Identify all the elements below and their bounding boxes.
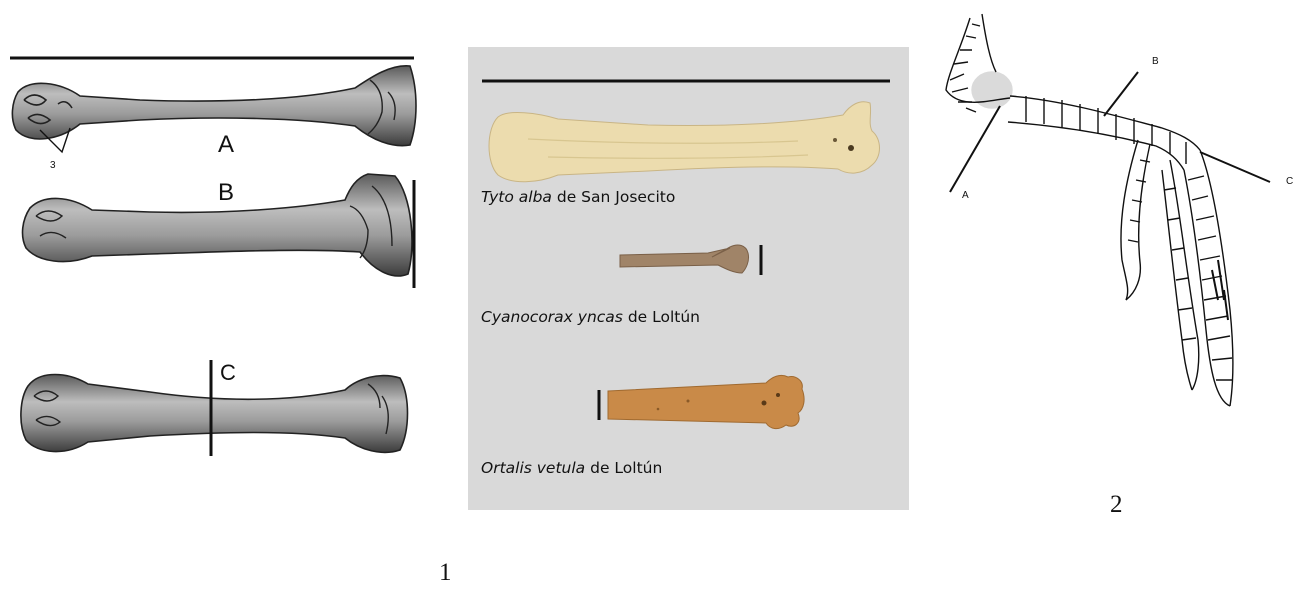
label-c: C bbox=[1286, 176, 1293, 187]
bird-foot-drawing: A B C bbox=[930, 10, 1295, 430]
ortalis-vetula-bone bbox=[608, 375, 804, 428]
locality: de San Josecito bbox=[557, 188, 675, 206]
callout-line-b bbox=[1104, 72, 1138, 116]
bone-drawings-panel: 3 A B C bbox=[0, 0, 430, 500]
bone-a-label: A bbox=[218, 131, 234, 158]
bone-drawings: 3 A B C bbox=[0, 0, 430, 500]
bone-a bbox=[12, 66, 416, 146]
species-name: Ortalis vetula bbox=[481, 459, 585, 477]
species-name: Cyanocorax yncas bbox=[481, 308, 623, 326]
species-name: Tyto alba bbox=[481, 188, 552, 206]
label-a: A bbox=[962, 190, 969, 201]
caption-ortalis-vetula: Ortalis vetula de Loltún bbox=[481, 459, 662, 477]
label-b: B bbox=[1152, 56, 1159, 67]
marker-3: 3 bbox=[50, 160, 56, 171]
figure-number-2: 2 bbox=[1110, 491, 1123, 519]
bone-b-label: B bbox=[218, 179, 234, 206]
specimen-photos-panel: Tyto alba de San Josecito Cyanocorax ync… bbox=[468, 47, 909, 510]
specimen-photos bbox=[468, 47, 909, 510]
bird-foot-panel: A B C bbox=[930, 10, 1295, 430]
tyto-alba-bone bbox=[489, 102, 880, 182]
caption-cyanocorax-yncas: Cyanocorax yncas de Loltún bbox=[481, 308, 700, 326]
locality: de Loltún bbox=[590, 459, 662, 477]
locality: de Loltún bbox=[628, 308, 700, 326]
callout-line-c bbox=[1200, 152, 1270, 182]
bone-c bbox=[21, 375, 408, 453]
callout-line-a bbox=[950, 106, 1000, 192]
caption-tyto-alba: Tyto alba de San Josecito bbox=[481, 188, 675, 206]
figure-number-1: 1 bbox=[439, 559, 452, 587]
cyanocorax-yncas-bone bbox=[620, 245, 749, 273]
bone-c-label: C bbox=[220, 360, 236, 385]
